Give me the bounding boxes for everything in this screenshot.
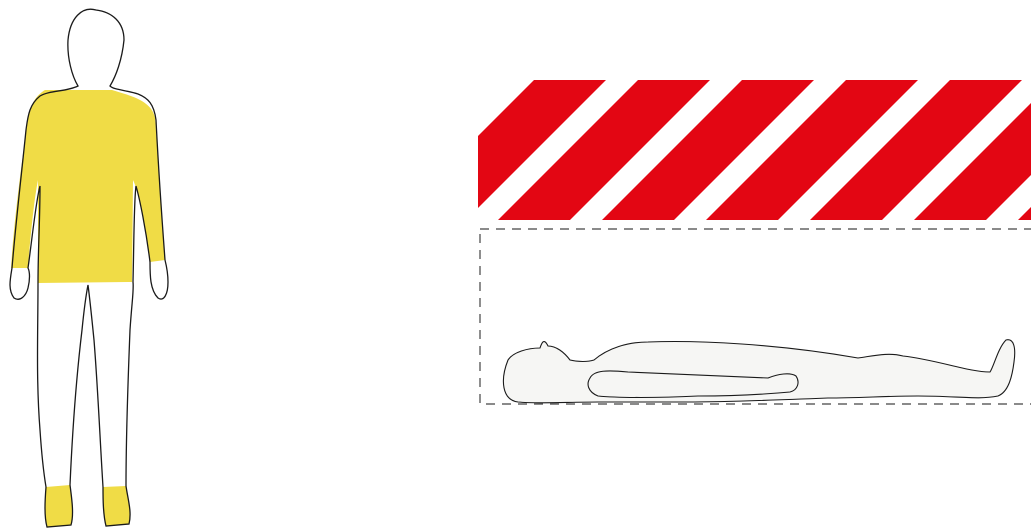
warning-panel: [478, 80, 1031, 408]
lying-person-icon: [503, 340, 1014, 403]
hazard-stripes: [478, 80, 1031, 220]
shirt-region: [11, 90, 165, 283]
right-shoe-region: [103, 486, 130, 526]
standing-person-icon: [0, 0, 180, 529]
left-shoe-region: [45, 485, 73, 527]
